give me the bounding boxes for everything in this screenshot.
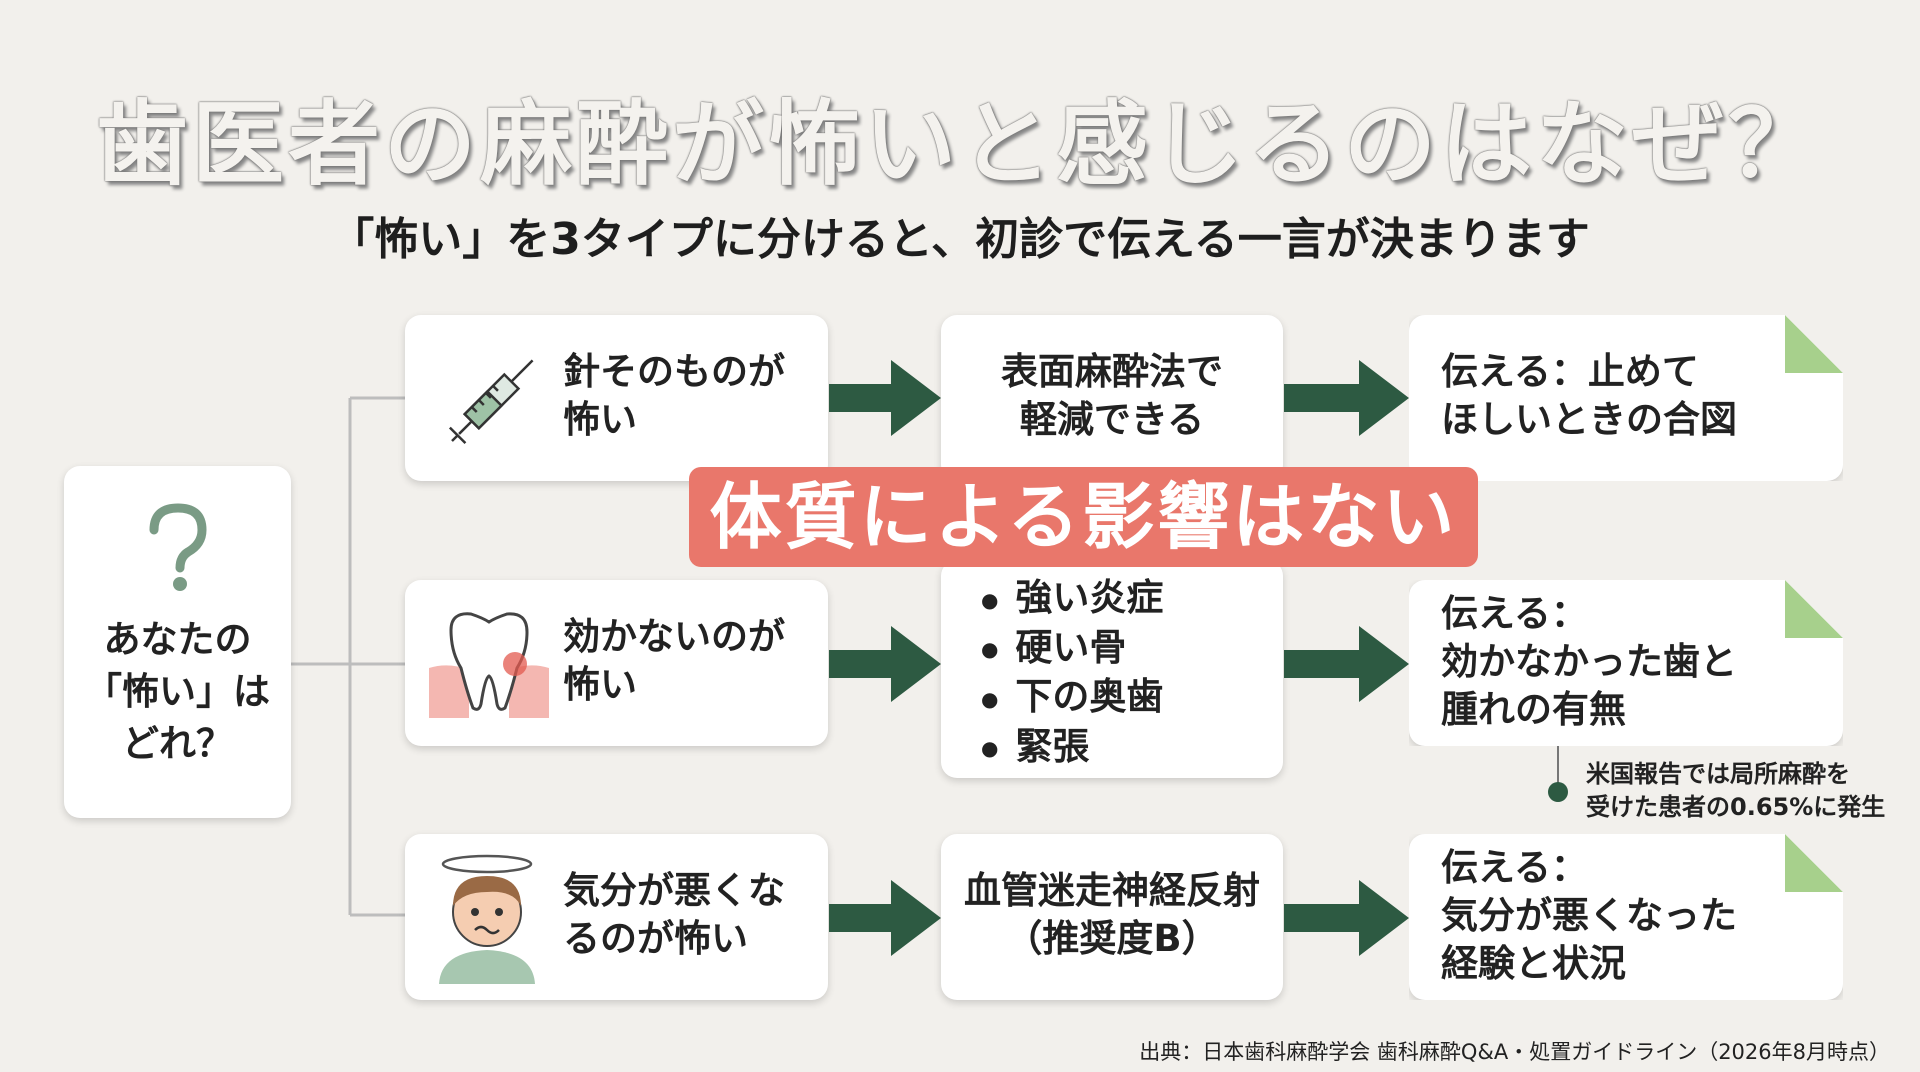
factor-item: 強い炎症 xyxy=(981,574,1163,624)
tell-3-line-3: 経験と状況 xyxy=(1441,942,1626,985)
dizzy-person-icon xyxy=(439,854,535,984)
question-mark-icon xyxy=(149,503,207,591)
tell-card-3: 伝える： 気分が悪くなった 経験と状況 xyxy=(1409,834,1843,1000)
tell-1-line-2: ほしいときの合図 xyxy=(1441,398,1737,441)
fear-1-line-1: 針そのものが xyxy=(563,350,785,393)
fear-card-feel-sick: 気分が悪くな るのが怖い xyxy=(405,834,828,1000)
tell-2-line-3: 腫れの有無 xyxy=(1441,688,1626,731)
tell-3-line-2: 気分が悪くなった xyxy=(1441,894,1737,937)
tell-1-line-1: 伝える：止めて xyxy=(1441,350,1699,393)
arrow-row2-b xyxy=(1284,626,1409,702)
syringe-icon xyxy=(448,359,534,445)
question-card: あなたの 「怖い」は どれ？ xyxy=(64,466,291,818)
factor-item: 緊張 xyxy=(981,723,1163,773)
tell-2-line-2: 効かなかった歯と xyxy=(1441,640,1737,683)
arrow-row1-a xyxy=(829,360,941,436)
constitution-banner: 体質による影響はない xyxy=(689,467,1478,567)
tell-card-2: 伝える： 効かなかった歯と 腫れの有無 xyxy=(1409,580,1843,746)
footnote: 米国報告では局所麻酔を 受けた患者の0.65%に発生 xyxy=(1586,758,1885,824)
middle-card-factors: 強い炎症 硬い骨 下の奥歯 緊張 xyxy=(941,560,1283,778)
fear-2-line-2: 怖い xyxy=(563,663,637,706)
footnote-line-2: 受けた患者の0.65%に発生 xyxy=(1586,793,1886,821)
tell-2-line-1: 伝える： xyxy=(1441,592,1588,635)
fear-card-needle: 針そのものが 怖い xyxy=(405,315,828,481)
fear-3-line-2: るのが怖い xyxy=(563,917,748,960)
fear-3-line-1: 気分が悪くな xyxy=(563,869,785,912)
fear-card-not-effective: 効かないのが 怖い xyxy=(405,580,828,746)
middle-card-vasovagal: 血管迷走神経反射 （推奨度B） xyxy=(941,834,1283,1000)
arrow-row2-a xyxy=(829,626,941,702)
question-line-2: 「怖い」は xyxy=(85,670,270,713)
fear-2-line-1: 効かないのが xyxy=(563,615,785,658)
fear-1-line-2: 怖い xyxy=(563,398,637,441)
middle-3-line-1: 血管迷走神経反射 xyxy=(964,869,1260,912)
question-line-3: どれ？ xyxy=(122,722,233,765)
arrow-row3-b xyxy=(1284,880,1409,956)
middle-3-line-2: （推奨度B） xyxy=(1005,917,1219,960)
middle-1-line-1: 表面麻酔法で xyxy=(1001,350,1223,393)
page-subtitle: 「怖い」を3タイプに分けると、初診で伝える一言が決まります xyxy=(330,214,1590,265)
middle-card-surface-anesthesia: 表面麻酔法で 軽減できる xyxy=(941,315,1283,481)
source-citation: 出典：日本歯科麻酔学会 歯科麻酔Q&A・処置ガイドライン（2026年8月時点） xyxy=(1139,1040,1890,1064)
arrow-row1-b xyxy=(1284,360,1409,436)
question-line-1: あなたの xyxy=(103,618,252,661)
arrow-row3-a xyxy=(829,880,941,956)
page-title: 歯医者の麻酔が怖いと感じるのはなぜ？ xyxy=(95,91,1824,198)
tooth-icon xyxy=(429,612,549,718)
factor-item: 硬い骨 xyxy=(981,624,1163,674)
footnote-line-1: 米国報告では局所麻酔を xyxy=(1586,760,1850,788)
tell-3-line-1: 伝える： xyxy=(1441,846,1588,889)
middle-1-line-2: 軽減できる xyxy=(1019,398,1205,441)
tell-card-1: 伝える：止めて ほしいときの合図 xyxy=(1409,315,1843,481)
factor-item: 下の奥歯 xyxy=(981,673,1163,723)
